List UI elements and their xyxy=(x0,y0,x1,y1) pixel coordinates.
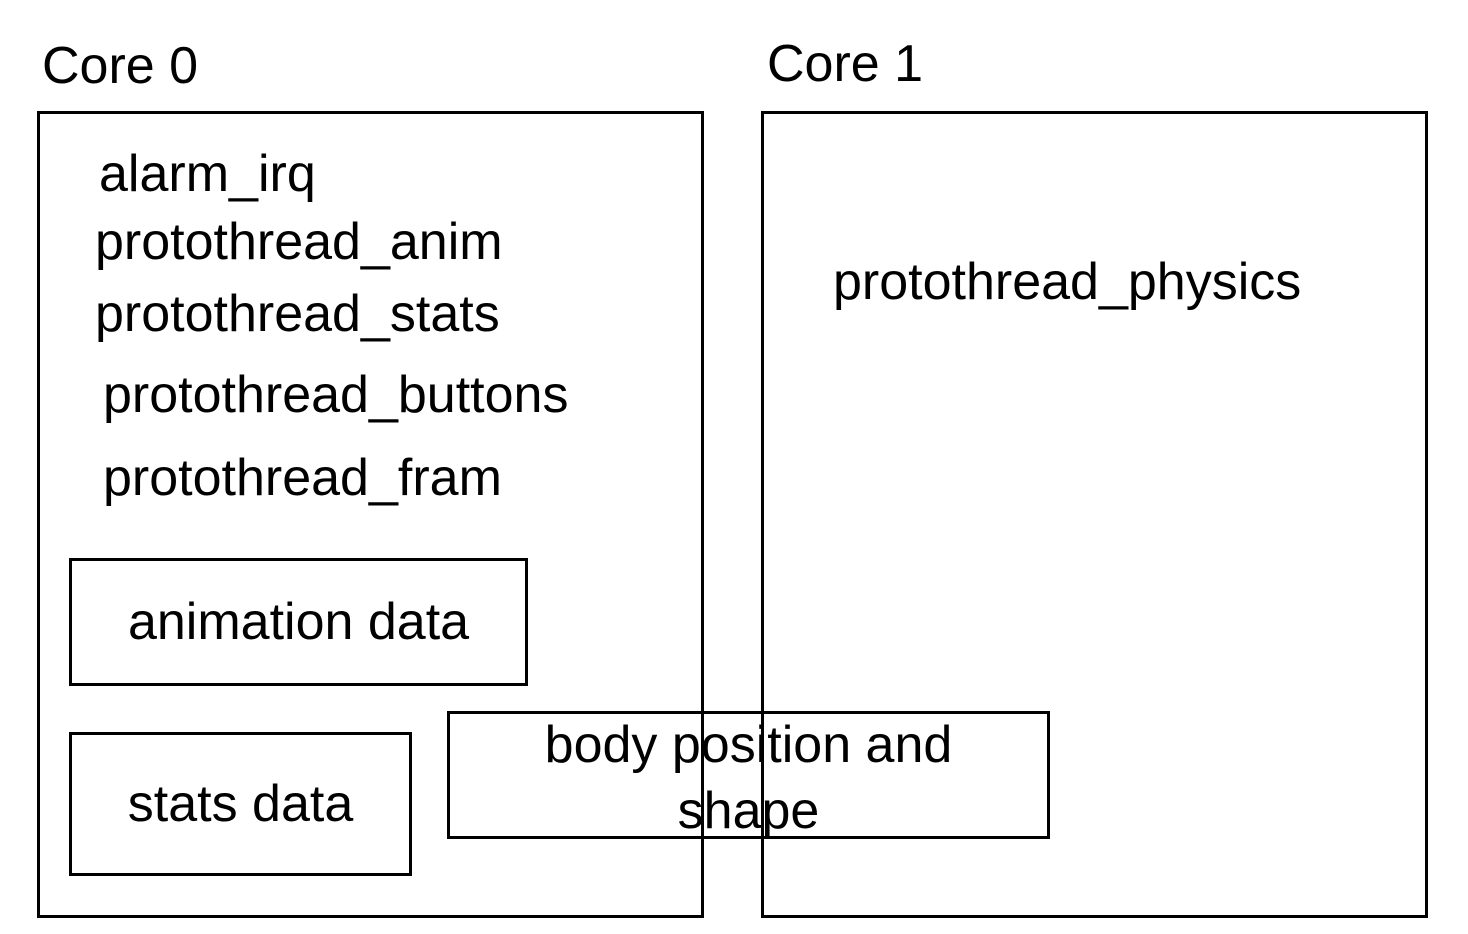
core1-box xyxy=(761,111,1428,918)
thread-fram: protothread_fram xyxy=(103,449,502,507)
body-position-shape-box: body position and shape xyxy=(447,711,1050,840)
thread-buttons: protothread_buttons xyxy=(103,366,569,424)
stats-data-label: stats data xyxy=(127,775,354,833)
core1-title: Core 1 xyxy=(767,35,924,93)
stats-data-box: stats data xyxy=(69,732,412,876)
thread-anim: protothread_anim xyxy=(95,213,503,271)
thread-physics: protothread_physics xyxy=(833,253,1302,311)
thread-alarm-irq: alarm_irq xyxy=(99,145,316,203)
core0-box xyxy=(37,111,704,918)
core0-title: Core 0 xyxy=(42,37,199,95)
animation-data-box: animation data xyxy=(69,558,528,686)
body-position-shape-label: body position and shape xyxy=(544,716,953,840)
animation-data-label: animation data xyxy=(127,593,470,651)
thread-stats: protothread_stats xyxy=(95,285,500,343)
